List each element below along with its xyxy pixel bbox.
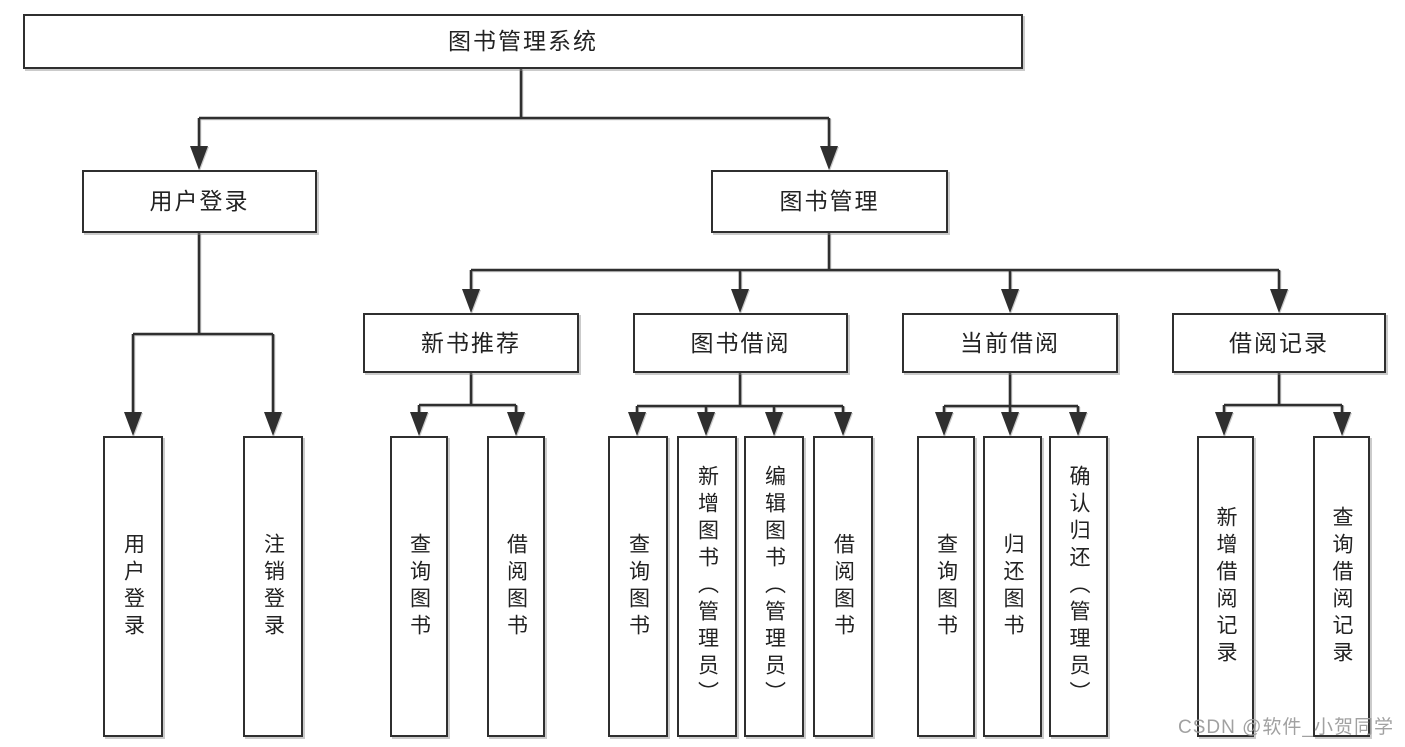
leaf-borrow-books-bb-label: 借阅图书 xyxy=(831,532,855,641)
node-current-borrowing: 当前借阅 xyxy=(902,313,1118,373)
leaf-logout-label: 注销登录 xyxy=(261,532,285,641)
leaf-logout: 注销登录 xyxy=(243,436,303,737)
node-root-label: 图书管理系统 xyxy=(448,28,598,54)
leaf-query-books-rec: 查询图书 xyxy=(390,436,448,737)
leaf-borrow-books-bb: 借阅图书 xyxy=(813,436,873,737)
leaf-borrow-books-rec: 借阅图书 xyxy=(487,436,545,737)
leaf-borrow-books-rec-label: 借阅图书 xyxy=(504,532,528,641)
node-book-borrowing-label: 图书借阅 xyxy=(690,329,791,356)
leaf-add-book-admin-label: 新增图书（管理员） xyxy=(695,465,719,708)
leaf-query-books-bb-label: 查询图书 xyxy=(626,532,650,641)
leaf-user-login-label: 用户登录 xyxy=(121,532,145,641)
node-borrowing-records: 借阅记录 xyxy=(1172,313,1386,373)
leaf-return-books: 归还图书 xyxy=(983,436,1042,737)
node-book-mgmt-label: 图书管理 xyxy=(779,188,880,214)
leaf-query-borrow-record-label: 查询借阅记录 xyxy=(1330,505,1354,668)
leaf-edit-book-admin-label: 编辑图书（管理员） xyxy=(762,465,786,708)
leaf-user-login: 用户登录 xyxy=(103,436,163,737)
csdn-watermark: CSDN @软件_小贺同学 xyxy=(1178,717,1394,738)
node-new-book-rec-label: 新书推荐 xyxy=(421,329,521,356)
node-user-login: 用户登录 xyxy=(82,170,317,233)
node-borrowing-records-label: 借阅记录 xyxy=(1229,329,1329,356)
leaf-query-books-cb: 查询图书 xyxy=(917,436,975,737)
leaf-add-book-admin: 新增图书（管理员） xyxy=(677,436,737,737)
leaf-edit-book-admin: 编辑图书（管理员） xyxy=(744,436,804,737)
node-user-login-label: 用户登录 xyxy=(149,188,250,214)
leaf-confirm-return-admin: 确认归还（管理员） xyxy=(1049,436,1108,737)
arrowheads xyxy=(124,146,1351,436)
node-book-borrowing: 图书借阅 xyxy=(633,313,848,373)
leaf-add-borrow-record: 新增借阅记录 xyxy=(1197,436,1254,737)
node-book-mgmt: 图书管理 xyxy=(711,170,948,233)
leaf-return-books-label: 归还图书 xyxy=(1001,532,1025,641)
leaf-query-books-bb: 查询图书 xyxy=(608,436,668,737)
node-new-book-rec: 新书推荐 xyxy=(363,313,579,373)
node-root: 图书管理系统 xyxy=(23,14,1023,69)
node-current-borrowing-label: 当前借阅 xyxy=(960,329,1060,356)
leaf-add-borrow-record-label: 新增借阅记录 xyxy=(1214,505,1238,668)
leaf-query-books-cb-label: 查询图书 xyxy=(934,532,958,641)
leaf-query-books-rec-label: 查询图书 xyxy=(407,532,431,641)
leaf-query-borrow-record: 查询借阅记录 xyxy=(1313,436,1370,737)
leaf-confirm-return-admin-label: 确认归还（管理员） xyxy=(1067,465,1091,708)
